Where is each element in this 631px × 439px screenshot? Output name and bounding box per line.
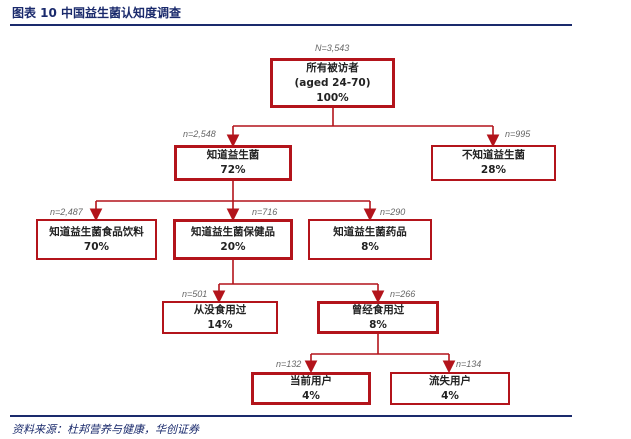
- node-food-beverage-label: 知道益生菌食品饮料: [49, 225, 144, 238]
- node-all-respondents: 所有被访者 (aged 24-70) 100%: [270, 58, 395, 108]
- node-never-used-pct: 14%: [207, 318, 233, 331]
- node-current-user: 当前用户 4%: [251, 372, 371, 405]
- node-drug-label: 知道益生菌药品: [333, 225, 407, 238]
- node-all-respondents-pct: 100%: [316, 91, 349, 104]
- node-supplement-pct: 20%: [220, 240, 246, 253]
- node-never-used-label: 从没食用过: [193, 303, 247, 316]
- node-lost-user-pct: 4%: [441, 389, 459, 402]
- node-unaware: 不知道益生菌 28%: [431, 145, 556, 181]
- node-food-beverage: 知道益生菌食品饮料 70%: [36, 219, 157, 260]
- node-food-beverage-pct: 70%: [83, 240, 110, 253]
- connector-ever-used: [311, 334, 449, 355]
- node-lost-user-label: 流失用户: [429, 374, 471, 387]
- supplement-count: n=716: [252, 207, 278, 217]
- node-current-user-pct: 4%: [302, 389, 320, 402]
- node-unaware-pct: 28%: [480, 164, 507, 176]
- connector-root: [233, 107, 493, 127]
- food-count: n=2,487: [50, 207, 83, 217]
- source-rule: [10, 415, 572, 417]
- ever-used-count: n=266: [390, 289, 416, 299]
- lost-user-count: n=134: [456, 359, 482, 369]
- node-ever-used-label: 曾经食用过: [351, 303, 405, 316]
- node-ever-used: 曾经食用过 8%: [317, 301, 439, 334]
- drug-count: n=290: [380, 207, 406, 217]
- node-aware: 知道益生菌 72%: [174, 145, 292, 181]
- node-ever-used-pct: 8%: [369, 318, 387, 331]
- figure-title: 图表 10 中国益生菌认知度调查: [12, 6, 182, 20]
- node-all-respondents-label: 所有被访者: [306, 61, 359, 74]
- source-note: 资料来源：杜邦营养与健康，华创证券: [12, 423, 199, 436]
- node-drug-pct: 8%: [361, 240, 379, 253]
- node-supplement-label: 知道益生菌保健品: [191, 225, 275, 238]
- connector-supplement: [219, 260, 378, 285]
- never-used-count: n=501: [182, 289, 208, 299]
- node-supplement: 知道益生菌保健品 20%: [173, 219, 293, 260]
- node-lost-user: 流失用户 4%: [390, 372, 510, 405]
- node-never-used: 从没食用过 14%: [162, 301, 278, 334]
- node-aware-label: 知道益生菌: [206, 149, 260, 161]
- node-unaware-label: 不知道益生菌: [462, 149, 525, 161]
- node-current-user-label: 当前用户: [290, 374, 332, 387]
- node-all-respondents-age: (aged 24-70): [294, 76, 371, 89]
- root-count: N=3,543: [315, 43, 350, 53]
- aware-count: n=2,548: [183, 129, 216, 139]
- node-drug: 知道益生菌药品 8%: [308, 219, 432, 260]
- current-user-count: n=132: [276, 359, 302, 369]
- unaware-count: n=995: [505, 129, 531, 139]
- connector-aware: [96, 181, 370, 202]
- node-aware-pct: 72%: [220, 164, 246, 176]
- title-rule: [10, 24, 572, 26]
